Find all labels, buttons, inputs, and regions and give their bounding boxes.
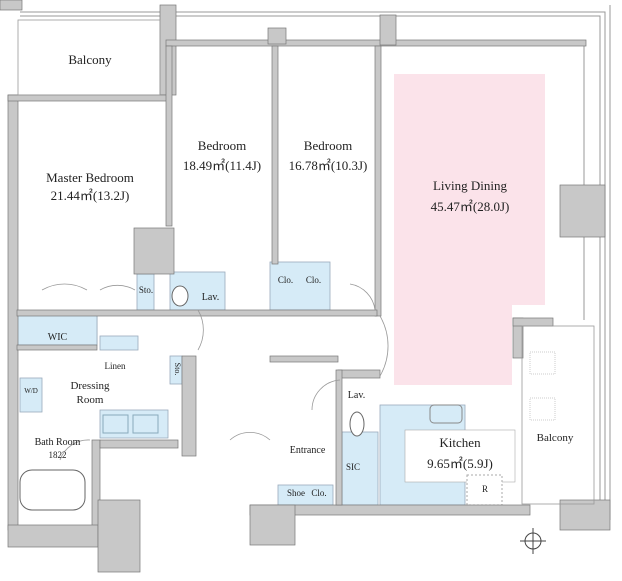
bathtub-icon	[19, 469, 86, 511]
toilet-icon	[171, 285, 189, 307]
refrigerator-label: R	[481, 484, 488, 494]
bedroom-1-label: Bedroom	[197, 138, 247, 153]
balcony-top-label: Balcony	[68, 52, 112, 67]
living-dining-label: Living Dining	[432, 178, 508, 193]
kitchen-area: 9.65㎡(5.9J)	[427, 456, 493, 471]
closet-label: Clo.	[277, 275, 294, 285]
kitchen-sink-icon	[429, 404, 463, 424]
shoe-closet-label: Shoe	[287, 488, 305, 498]
shoe-closet-label-2: Clo.	[311, 488, 327, 498]
kitchen-label: Kitchen	[439, 435, 481, 450]
living-floor-highlight	[394, 74, 545, 385]
master-bedroom-label: Master Bedroom	[46, 170, 134, 185]
living-dining-area: 45.47㎡(28.0J)	[430, 199, 510, 214]
bedroom-2-label: Bedroom	[303, 138, 353, 153]
master-bedroom-area: 21.44㎡(13.2J)	[50, 188, 130, 203]
closet-label: Clo.	[305, 275, 322, 285]
storage-label: Sto.	[173, 362, 182, 376]
sic-label: SIC	[345, 462, 360, 472]
compass-icon	[520, 528, 546, 554]
entrance-label: Entrance	[289, 445, 326, 456]
bath-room-size: 1822	[48, 450, 67, 460]
wic-label: WIC	[47, 332, 68, 343]
bedroom-2-area: 16.78㎡(10.3J)	[288, 158, 368, 173]
dressing-room-label: Dressing Room	[70, 380, 110, 406]
storage-label: Sto.	[138, 285, 154, 295]
bath-room-label: Bath Room	[34, 437, 81, 448]
balcony-right-label: Balcony	[536, 432, 574, 444]
washer-dryer-label: W/D	[24, 387, 38, 395]
toilet-icon	[349, 411, 365, 437]
bedroom-1-area: 18.49㎡(11.4J)	[182, 158, 262, 173]
linen-label: Linen	[104, 361, 126, 371]
lavatory-label: Lav.	[201, 292, 220, 303]
lavatory-label: Lav.	[347, 390, 366, 401]
